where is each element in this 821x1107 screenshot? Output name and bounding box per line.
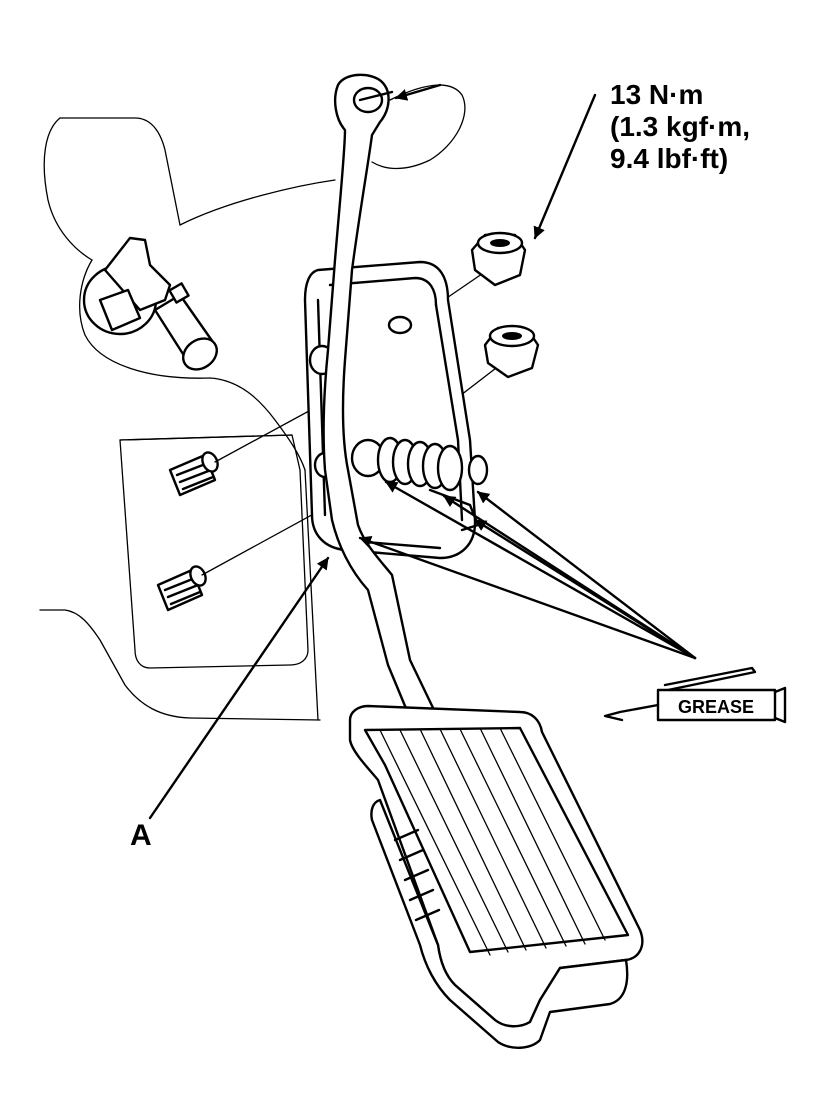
- part-a-arrow: [148, 556, 330, 820]
- pedal-arm: [322, 73, 437, 720]
- return-spring: [350, 436, 489, 532]
- mounting-stud-lower: [156, 565, 207, 612]
- grease-symbol-icon: [603, 666, 787, 724]
- torque-arrow: [533, 93, 597, 240]
- grease-arrows: [358, 480, 697, 660]
- firewall-outline: [39, 117, 336, 721]
- part-a-label: A: [130, 819, 152, 852]
- torque-label-line3: 9.4 lbf·ft): [610, 143, 728, 174]
- flange-nut-lower: [483, 324, 540, 379]
- pedal-pad: [348, 704, 644, 1049]
- grease-label: GREASE: [678, 697, 754, 717]
- torque-label-line2: (1.3 kgf·m,: [610, 111, 750, 142]
- flange-nut-upper: [470, 231, 527, 287]
- sensor-connector: [82, 236, 218, 371]
- mounting-stud-upper: [168, 451, 219, 497]
- torque-label-line1: 13 N·m: [610, 79, 703, 110]
- arm-top-arrow: [394, 83, 442, 101]
- pedal-arm-silhouette: [371, 84, 466, 170]
